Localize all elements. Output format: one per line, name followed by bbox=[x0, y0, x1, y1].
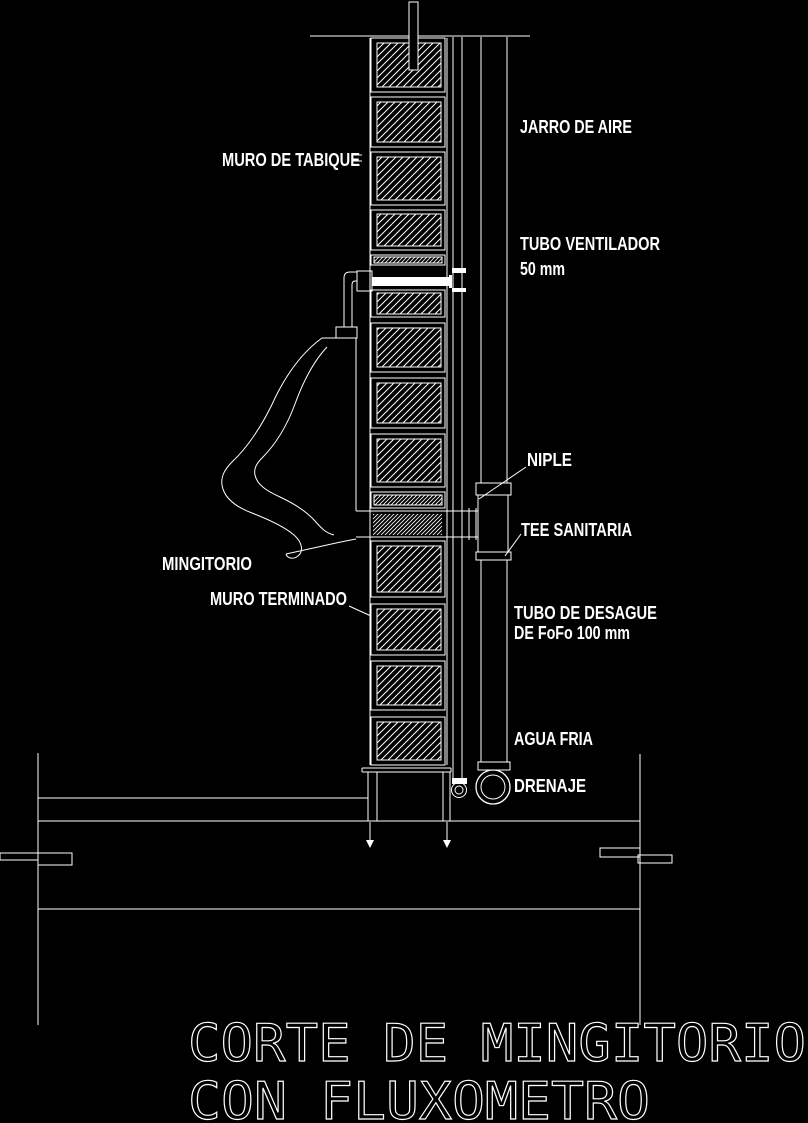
supply-pipe-end-flange bbox=[449, 275, 452, 288]
supply-elbow-outer bbox=[343, 271, 357, 291]
label-tee-sanitaria: TEE SANITARIA bbox=[521, 520, 632, 540]
label-drenaje: DRENAJE bbox=[514, 776, 586, 796]
right-ledge-lower bbox=[637, 854, 673, 864]
tee-bottom-hub bbox=[475, 551, 512, 561]
drain-elbow-inner bbox=[480, 774, 506, 800]
brick-course bbox=[370, 254, 446, 266]
brick-course bbox=[370, 491, 446, 509]
tee-leader bbox=[504, 533, 522, 557]
brick-course bbox=[370, 540, 446, 598]
supply-pipe-horizontal bbox=[372, 277, 450, 286]
label-muro-de-tabique: MURO DE TABIQUE bbox=[222, 150, 360, 170]
brick-course bbox=[370, 289, 446, 318]
muro-terminado-leader bbox=[348, 605, 372, 617]
urinal-bottom-edge bbox=[285, 538, 357, 555]
brick-course bbox=[370, 377, 446, 429]
stack-100mm bbox=[475, 37, 512, 805]
brick-course bbox=[370, 151, 446, 206]
brick-course bbox=[370, 209, 446, 251]
anchor-arrow-left bbox=[366, 822, 374, 848]
label-agua-fria: AGUA FRIA bbox=[514, 729, 593, 749]
label-muro-terminado: MURO TERMINADO bbox=[210, 589, 347, 609]
brick-course bbox=[370, 37, 446, 93]
wall-base bbox=[361, 767, 452, 821]
leader-lines bbox=[348, 154, 527, 617]
label-jarro-de-aire: JARRO DE AIRE bbox=[520, 117, 632, 137]
urinal-outer-profile bbox=[221, 337, 357, 559]
brick-wall bbox=[370, 37, 446, 766]
riser-coupling bbox=[452, 268, 466, 273]
agua-fria-elbow-inner bbox=[454, 785, 464, 795]
brick-course bbox=[370, 96, 446, 148]
annotations: MURO DE TABIQUE JARRO DE AIRE TUBO VENTI… bbox=[162, 117, 660, 796]
supply-elbow-inner bbox=[351, 280, 357, 291]
floor-structure bbox=[0, 753, 673, 1025]
right-ledge-upper bbox=[599, 847, 641, 858]
title-line-2: CON FLUXOMETRO bbox=[188, 1072, 650, 1123]
riser-end-fitting bbox=[452, 778, 467, 784]
title-line-1: CORTE DE MINGITORIO bbox=[188, 1014, 806, 1074]
riser-50mm bbox=[451, 37, 467, 798]
label-tubo-desague-1: TUBO DE DESAGUE bbox=[514, 603, 657, 623]
brick-course bbox=[370, 660, 446, 711]
urinal-inner-bowl bbox=[254, 346, 335, 536]
drain-elbow bbox=[475, 769, 511, 805]
tee-branch-arm bbox=[356, 508, 478, 540]
drawing-title: CORTE DE MINGITORIO CON FLUXOMETRO bbox=[187, 1013, 806, 1123]
brick-course bbox=[370, 603, 446, 656]
brick-course bbox=[370, 716, 446, 766]
riser-coupling bbox=[452, 288, 466, 292]
niple-leader bbox=[478, 466, 527, 500]
label-niple: NIPLE bbox=[527, 450, 572, 470]
brick-course bbox=[370, 433, 446, 488]
urinal bbox=[221, 337, 357, 559]
vent-stub-pipe bbox=[408, 1, 419, 71]
agua-fria-elbow bbox=[451, 782, 467, 798]
wall-faces bbox=[369, 38, 448, 765]
anchor-arrow-right bbox=[443, 822, 451, 848]
label-tubo-desague-2: DE FoFo 100 mm bbox=[514, 623, 630, 643]
niple-hub bbox=[475, 482, 512, 496]
left-ledge bbox=[0, 852, 73, 866]
brick-course bbox=[370, 322, 446, 373]
wall-hatch-behind-arm bbox=[373, 514, 442, 535]
label-mingitorio: MINGITORIO bbox=[162, 554, 252, 574]
label-tubo-ventilador-size: 50 mm bbox=[520, 259, 565, 279]
label-tubo-ventilador: TUBO VENTILADOR bbox=[520, 234, 660, 254]
